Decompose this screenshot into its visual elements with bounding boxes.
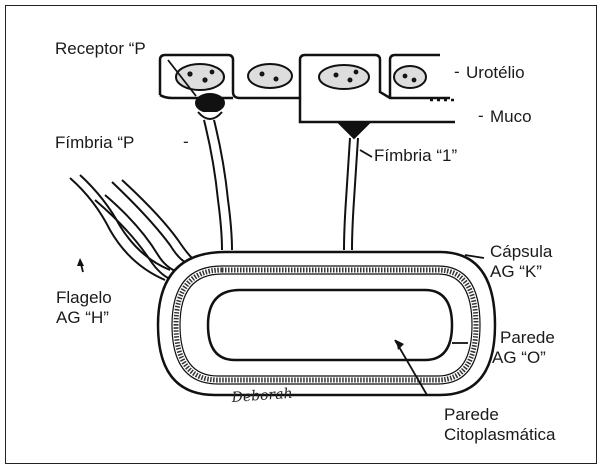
label-receptor-p: Receptor “P (55, 38, 146, 59)
label-fimbria-1: Fímbria “1” (374, 145, 457, 166)
cytoplasmic-membrane (208, 290, 452, 360)
arrow-head-icon (77, 258, 84, 266)
flagella (70, 175, 192, 280)
label-muco: Muco (490, 106, 532, 127)
label-fimbria-p: Fímbria “P (55, 132, 134, 153)
label-flagelo-ag: AG “H” (56, 307, 109, 328)
label-capsula: Cápsula (490, 241, 552, 262)
dash-marker: - (454, 62, 460, 82)
dash-marker: - (478, 106, 484, 126)
artist-signature: Deborah (230, 386, 293, 406)
fimbria-1-structure (340, 124, 368, 250)
label-parede-ag: AG “O” (492, 347, 546, 368)
fimbria-p-structure (196, 94, 232, 250)
label-flagelo: Flagelo (56, 287, 112, 308)
label-parede-citoplasmatica-2: Citoplasmática (444, 424, 556, 445)
label-urotelio: Urotélio (466, 62, 525, 83)
label-capsula-ag: AG “K” (490, 261, 542, 282)
label-parede-citoplasmatica-1: Parede (444, 404, 499, 425)
label-parede: Parede (500, 327, 555, 348)
dash-marker: - (183, 132, 189, 152)
